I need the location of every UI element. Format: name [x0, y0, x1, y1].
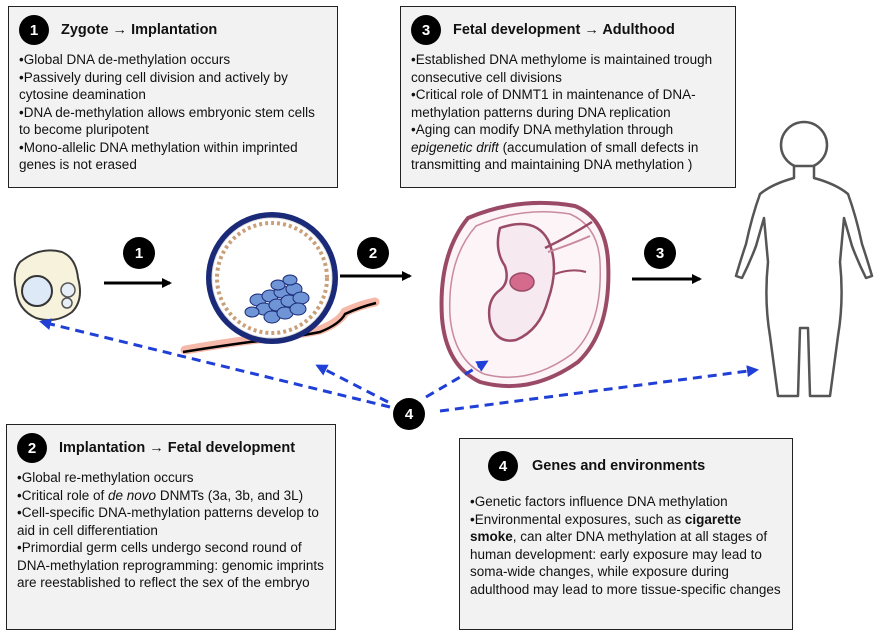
human-body-outline-icon	[734, 120, 874, 398]
stage-4-bullet: Environmental exposures, such as cigaret…	[470, 511, 782, 599]
influence-arrow-adult	[439, 365, 759, 413]
stage-1-header: 1 Zygote → Implantation	[19, 15, 327, 45]
zygote-cell-icon	[13, 249, 81, 321]
stage-3-bullet-emphasis: epigenetic drift	[411, 139, 499, 155]
stage-2-box: 2 Implantation → Fetal development Globa…	[6, 424, 336, 630]
stage-3-bullet: Critical role of DNMT1 in maintenance of…	[411, 86, 725, 121]
step-4-badge: 4	[393, 398, 425, 430]
stage-4-bullet-text: Environmental exposures, such as	[474, 511, 685, 527]
uterine-wall-icon	[180, 297, 380, 355]
stage-3-bullet-text-end: (accumulation of small defects in transm…	[411, 139, 699, 173]
stage-2-header: 2 Implantation → Fetal development	[17, 433, 325, 463]
stage-4-bullet: Genetic factors influence DNA methylatio…	[470, 493, 782, 511]
stage-2-bullet: Cell-specific DNA-methylation patterns d…	[17, 504, 325, 539]
stage-1-bullets: Global DNA de-methylation occurs Passive…	[19, 51, 327, 174]
step-2-badge: 2	[357, 237, 389, 269]
stage-3-title: Fetal development → Adulthood	[453, 22, 675, 38]
stage-4-box: 4 Genes and environments Genetic factors…	[459, 438, 793, 630]
stage-1-number-badge: 1	[19, 15, 49, 45]
stage-2-bullet-text: Critical role of	[21, 487, 109, 503]
stage-3-number-badge: 3	[411, 15, 441, 45]
stage-3-bullet: Established DNA methylome is maintained …	[411, 51, 725, 86]
fetus-in-uterus-icon	[439, 200, 611, 389]
stage-4-title: Genes and environments	[532, 458, 706, 474]
influence-arrow-blastocyst	[315, 364, 389, 404]
stage-3-bullets: Established DNA methylome is maintained …	[411, 51, 725, 174]
stage-3-bullet-text: Aging can modify DNA methylation through	[415, 122, 674, 137]
stage-4-bullets: Genetic factors influence DNA methylatio…	[470, 493, 782, 598]
stage-3-header: 3 Fetal development → Adulthood	[411, 15, 725, 45]
stage-2-bullet: Primordial germ cells undergo second rou…	[17, 539, 325, 592]
stage-3-box: 3 Fetal development → Adulthood Establis…	[400, 6, 736, 188]
stage-2-bullet: Critical role of de novo DNMTs (3a, 3b, …	[17, 487, 325, 505]
stage-2-bullet: Global re-methylation occurs	[17, 469, 325, 487]
stage-1-bullet: Passively during cell division and activ…	[19, 69, 327, 104]
stage-1-bullet: Mono-allelic DNA methylation within impr…	[19, 139, 327, 174]
stage-1-bullet: DNA de-methylation allows embryonic stem…	[19, 104, 327, 139]
influence-arrow-zygote	[39, 318, 391, 409]
stage-1-bullet: Global DNA de-methylation occurs	[19, 51, 327, 69]
step-1-badge: 1	[123, 237, 155, 269]
stage-2-bullets: Global re-methylation occurs Critical ro…	[17, 469, 325, 592]
inner-cell-mass-icon	[244, 274, 310, 324]
influence-arrow-fetus	[425, 360, 489, 399]
stage-4-header: 4 Genes and environments	[470, 451, 782, 481]
stage-4-number-badge: 4	[488, 451, 518, 481]
stage-2-bullet-text-end: DNMTs (3a, 3b, and 3L)	[156, 487, 304, 503]
stage-2-number-badge: 2	[17, 433, 47, 463]
blastocyst-icon	[206, 212, 338, 344]
stage-1-box: 1 Zygote → Implantation Global DNA de-me…	[8, 6, 338, 188]
stage-4-bullet-text-end: , can alter DNA methylation at all stage…	[470, 529, 781, 597]
stage-1-title: Zygote → Implantation	[61, 22, 218, 38]
stage-2-bullet-emphasis: de novo	[108, 487, 157, 503]
stage-2-title: Implantation → Fetal development	[59, 440, 296, 456]
stage-3-bullet: Aging can modify DNA methylation through…	[411, 121, 725, 174]
environment-influence-arrows	[39, 318, 759, 413]
step-3-badge: 3	[644, 237, 676, 269]
stage-4-bullet-bold: cigarette smoke	[470, 511, 742, 545]
